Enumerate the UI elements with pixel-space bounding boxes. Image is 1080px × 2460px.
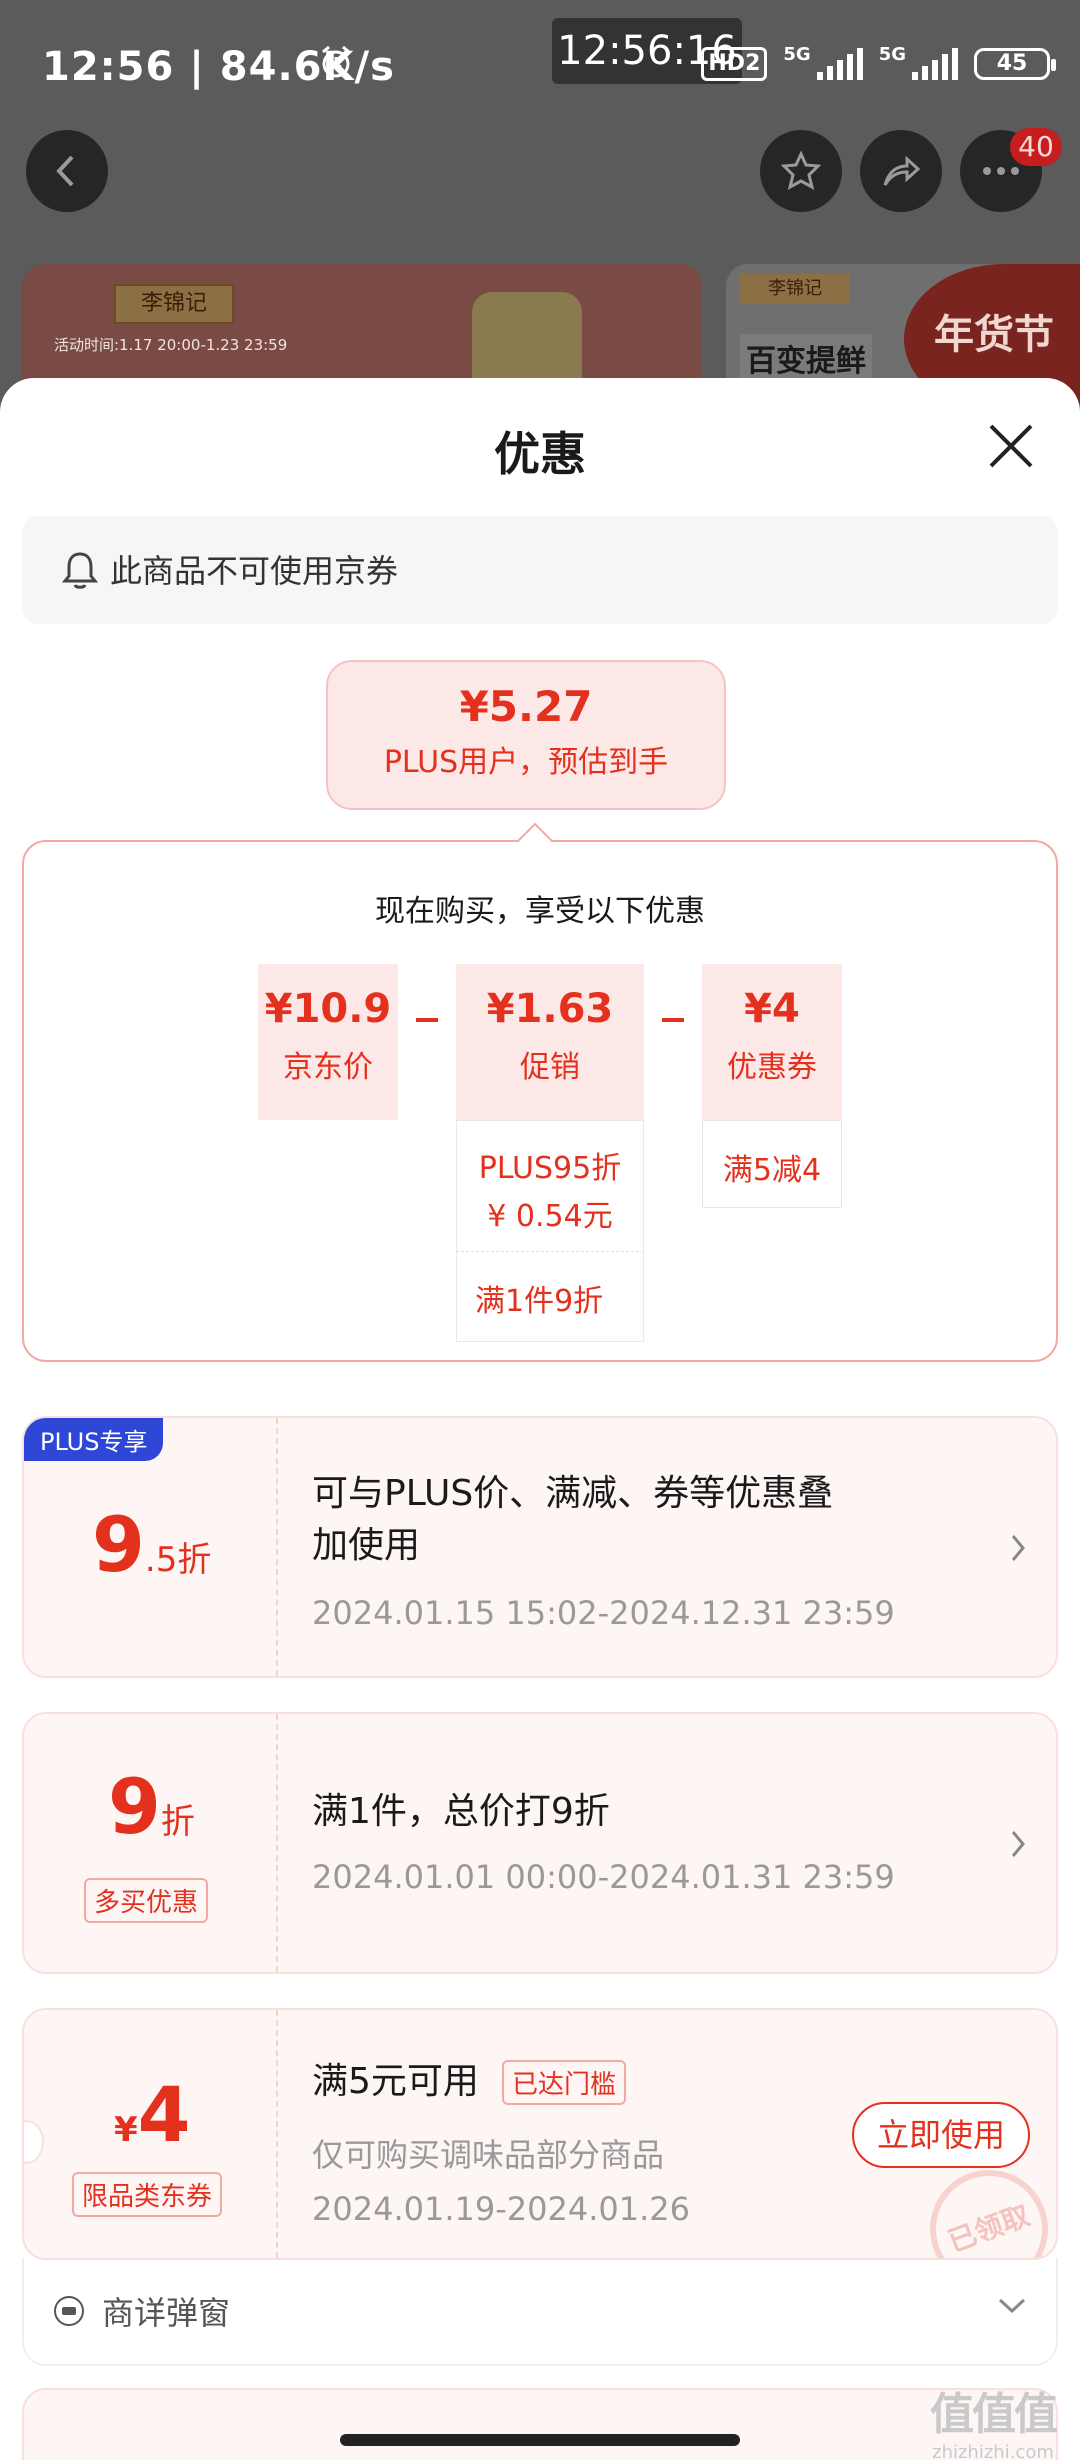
notice-text: 此商品不可使用京券: [110, 552, 399, 590]
plus-discount-name: PLUS95折: [478, 1151, 622, 1186]
brand-logo: 李锦记: [114, 284, 234, 324]
plus-card-period: 2024.01.15 15:02-2024.12.31 23:59: [312, 1594, 895, 1632]
coupon-currency: ¥: [114, 2110, 138, 2150]
multi-buy-period: 2024.01.01 00:00-2024.01.31 23:59: [312, 1858, 895, 1896]
plus-card-title: 可与PLUS价、满减、券等优惠叠 加使用: [312, 1468, 833, 1572]
watermark-logo: 值值值: [930, 2389, 1058, 2440]
minus-sign: [416, 1018, 438, 1022]
signal-icon: [816, 48, 863, 80]
sheet-title: 优惠: [494, 427, 586, 481]
bell-icon: [62, 552, 98, 589]
minus-sign: [662, 1018, 684, 1022]
watermark-url: zhizhizhi.com: [932, 2442, 1054, 2460]
discount-small: 折: [160, 1802, 195, 1842]
price-breakdown: 现在购买，享受以下优惠 ¥10.9 京东价 ¥1.63 促销 ¥4 优惠券 PL…: [22, 840, 1058, 1362]
share-icon: [883, 155, 921, 186]
discount-big: 9: [92, 1500, 145, 1589]
more-icon: [983, 167, 1019, 175]
activity-time: 活动时间:1.17 20:00-1.23 23:59: [54, 336, 288, 354]
coupon-period: 2024.01.19-2024.01.26: [312, 2190, 690, 2228]
home-indicator[interactable]: [340, 2434, 740, 2446]
chevron-down-icon: [998, 2298, 1026, 2314]
chevron-left-icon: [56, 155, 74, 187]
discount-sheet: 优惠 此商品不可使用京券 ¥5.27 PLUS用户，预估到手 现在购买，享受以下…: [0, 378, 1080, 2460]
coupon-condition: 满5元可用: [312, 2061, 479, 2102]
discount-small: .5折: [144, 1540, 212, 1580]
jd-price-block: ¥10.9 京东价: [258, 964, 398, 1120]
signal-icon: [912, 48, 958, 80]
hd-badge: HD2: [701, 47, 768, 81]
plus-discount-detail: PLUS95折 ¥ 0.54元: [456, 1120, 644, 1252]
multi-buy-detail: 满1件9折: [456, 1252, 644, 1342]
multi-buy-title: 满1件，总价打9折: [312, 1791, 610, 1832]
signal-label-2: 5G: [878, 44, 906, 65]
status-indicators: HD2 5G 5G 45: [701, 44, 1056, 84]
breakdown-heading: 现在购买，享受以下优惠: [375, 894, 705, 929]
plus-discount-amount: ¥ 0.54元: [487, 1199, 613, 1234]
close-icon[interactable]: [985, 420, 1037, 472]
battery-icon: 45: [974, 48, 1056, 80]
brand-logo-2: 李锦记: [740, 274, 850, 304]
coupon-amount-value: 4: [137, 2070, 191, 2159]
star-icon: [781, 151, 821, 190]
plus-card-title-line2: 加使用: [312, 1525, 421, 1566]
back-button[interactable]: [26, 130, 108, 212]
detail-popup-label: 商详弹窗: [102, 2294, 231, 2332]
promo-banner[interactable]: 李锦记 百变提鲜 年货节: [726, 264, 1080, 404]
multi-buy-text: 满1件9折: [475, 1284, 604, 1319]
promotion-label: 促销: [520, 1050, 580, 1085]
card-divider: [276, 1714, 278, 1972]
plus-discount-rate: 9.5折: [92, 1500, 211, 1589]
coupon-detail-text: 满5减4: [722, 1153, 822, 1188]
multi-buy-discount-rate: 9折: [108, 1762, 195, 1851]
alarm-icon: [322, 45, 350, 78]
plus-exclusive-tag: PLUS专享: [24, 1418, 164, 1461]
multi-buy-card[interactable]: 9折 多买优惠 满1件，总价打9折 2024.01.01 00:00-2024.…: [22, 1712, 1058, 1974]
jd-price-value: ¥10.9: [264, 986, 392, 1032]
plus-discount-card[interactable]: PLUS专享 9.5折 可与PLUS价、满减、券等优惠叠 加使用 2024.01…: [22, 1416, 1058, 1678]
jd-price-label: 京东价: [283, 1050, 373, 1085]
coupon-amount: ¥4: [114, 2070, 191, 2159]
chevron-right-icon: [1011, 1535, 1025, 1561]
plus-card-title-line1: 可与PLUS价、满减、券等优惠叠: [312, 1473, 834, 1514]
banner-text: 百变提鲜: [740, 334, 872, 382]
card-divider: [276, 1418, 278, 1676]
promotion-value: ¥1.63: [486, 986, 614, 1032]
category-coupon-card[interactable]: ¥4 限品类东券 满5元可用 已达门槛 仅可购买调味品部分商品 2024.01.…: [22, 2008, 1058, 2260]
coupon-scope: 仅可购买调味品部分商品: [312, 2136, 665, 2174]
use-now-button[interactable]: 立即使用: [852, 2102, 1030, 2168]
status-bar: 12:56 | 84.6K/s 12:56:16 HD2 5G 5G 45: [0, 0, 1080, 130]
coupon-detail: 满5减4: [702, 1120, 842, 1208]
discount-big: 9: [108, 1762, 161, 1851]
multi-buy-badge: 多买优惠: [84, 1878, 209, 1923]
coupon-notice: 此商品不可使用京券: [22, 516, 1058, 624]
coupon-value: ¥4: [744, 986, 800, 1032]
estimated-price-label: PLUS用户，预估到手: [383, 745, 669, 780]
notification-badge: 40: [1010, 128, 1062, 166]
card-divider: [276, 2010, 278, 2258]
category-coupon-badge: 限品类东券: [72, 2172, 223, 2217]
threshold-reached-tag: 已达门槛: [502, 2060, 627, 2105]
next-promo-card[interactable]: [22, 2388, 1058, 2460]
estimated-price-box: ¥5.27 PLUS用户，预估到手: [326, 660, 726, 810]
chevron-right-icon: [1011, 1831, 1025, 1857]
share-button[interactable]: [860, 130, 942, 212]
watermark: 值值值 zhizhizhi.com: [930, 2378, 1058, 2460]
detail-popup-row[interactable]: 商详弹窗: [22, 2258, 1058, 2366]
favorite-button[interactable]: [760, 130, 842, 212]
coupon-block: ¥4 优惠券: [702, 964, 842, 1120]
coupon-label: 优惠券: [727, 1050, 817, 1085]
coupon-notch: [24, 2120, 44, 2164]
popup-icon: [54, 2296, 84, 2326]
estimated-price: ¥5.27: [459, 682, 593, 731]
claimed-stamp: 已领取: [913, 2153, 1056, 2258]
promotion-block: ¥1.63 促销: [456, 964, 644, 1120]
signal-label-1: 5G: [783, 44, 811, 65]
